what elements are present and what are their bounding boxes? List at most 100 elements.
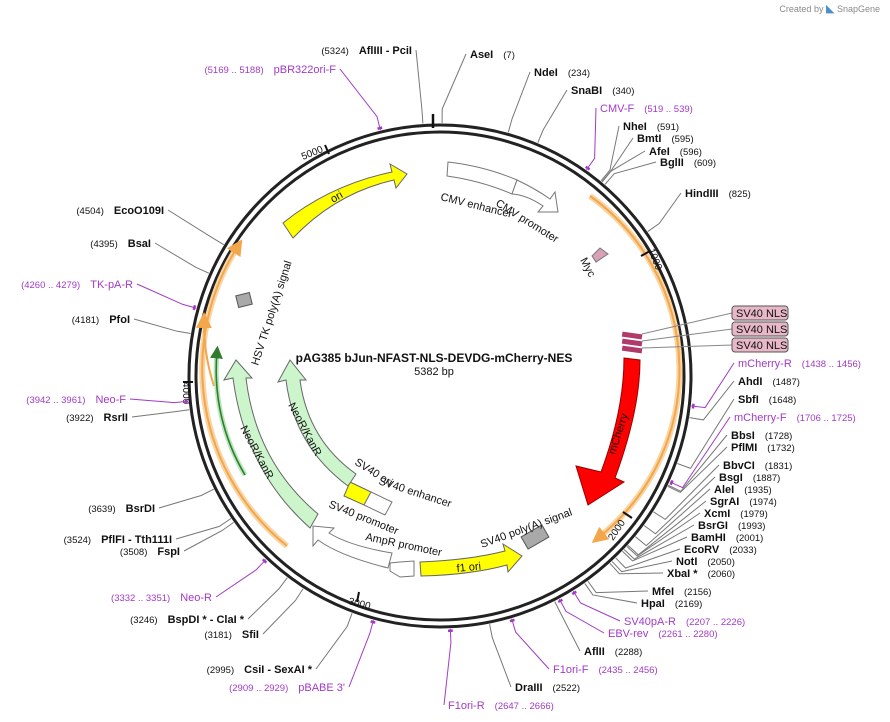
plasmid-size: 5382 bp [414, 366, 454, 378]
nls-label-group: SV40 NLS SV40 NLS SV40 NLS [641, 305, 789, 353]
site-pos-bmti: (595) [671, 134, 693, 145]
site-leader-ndei [507, 71, 531, 133]
site-name-ecoo109i: EcoO109I [114, 205, 164, 217]
primer-leader-tk-pa-r [136, 283, 197, 309]
primer-pos-f1ori-r: (2647 .. 2666) [495, 701, 554, 712]
site-leader-pflmi [667, 446, 728, 494]
primer-leader-f1ori-f [511, 618, 550, 670]
primer-site-mark-pbabe-3 [370, 620, 376, 624]
feature-label-ori: ori [329, 189, 346, 206]
site-pos-bglii: (609) [694, 158, 716, 169]
primer-name-f1ori-r: F1ori-R [448, 700, 485, 712]
primer-site-mark-f1ori-f [509, 618, 515, 623]
sv40-nls-badge-2 [731, 321, 789, 337]
site-name-noti: NotI [676, 556, 697, 568]
site-pos-ecoo109i: (4504) [76, 206, 103, 217]
site-pos-bspdi-clai: (3246) [130, 615, 157, 626]
plasmid-title: pAG385 bJun-NFAST-NLS-DEVDG-mCherry-NES [296, 351, 573, 365]
site-name-rsrii: RsrII [104, 412, 128, 424]
backbone-inner-ring [194, 130, 686, 622]
sv40-nls-label-1: SV40 NLS [736, 308, 787, 320]
site-pos-sbfi: (1648) [769, 395, 796, 406]
site-leader-bsrdi [158, 488, 214, 509]
site-leader-sfii [262, 588, 304, 635]
primer-site-mark-mcherry-f [669, 479, 674, 486]
site-pos-bsai: (4395) [90, 239, 117, 250]
primer-name-pbabe-3: pBABE 3' [298, 682, 345, 694]
site-pos-ahdi: (1487) [772, 377, 799, 388]
site-labels: AflIII - PciI(5324)AseI(7)NdeI(234)SnaBI… [21, 45, 861, 712]
site-pos-hpai: (2169) [675, 599, 702, 610]
feature-label-hsv-tk-polya: HSV TK poly(A) signal [249, 259, 294, 367]
primer-name-f1ori-f: F1ori-F [553, 664, 589, 676]
site-name-csii-sexai: CsiI - SexAI * [244, 664, 313, 676]
primer-pos-pbabe-3: (2909 .. 2929) [229, 683, 288, 694]
site-leader-snabi [537, 89, 568, 143]
primer-pos-tk-pa-r: (4260 .. 4279) [21, 280, 80, 291]
site-name-alei: AleI [714, 484, 734, 496]
feature-cmv-enhancer [446, 161, 518, 195]
site-leader-afei [601, 150, 646, 183]
site-name-ahdi: AhdI [738, 376, 762, 388]
site-pos-bamhi: (2001) [736, 533, 763, 544]
site-pos-asei: (7) [503, 50, 515, 61]
feature-neor-kanr-outer [222, 359, 319, 529]
primer-site-mark-cmv-f [584, 165, 591, 171]
feature-ampr-promoter [389, 560, 415, 578]
brand-watermark: Created by ◣ SnapGene [779, 2, 880, 15]
primer-leader-pbr322ori-f [339, 68, 381, 131]
primer-name-mcherry-r: mCherry-R [738, 358, 792, 370]
site-leader-xcmi [626, 512, 701, 557]
site-name-nhei: NheI [623, 121, 647, 133]
feature-ori [282, 162, 408, 239]
site-leader-mfei [587, 580, 649, 594]
primer-leader-neo-r [215, 559, 267, 598]
site-name-asei: AseI [470, 49, 493, 61]
site-name-pfoi: PfoI [109, 314, 130, 326]
feature-sv40-enhancer [363, 491, 393, 516]
feature-myc [591, 247, 609, 263]
site-name-bsrgi: BsrGI [698, 520, 728, 532]
primer-site-mark-pbr322ori-f [377, 126, 383, 130]
site-leader-alei [635, 488, 711, 547]
site-name-aflii: AflII [584, 646, 605, 658]
site-name-bsgi: BsgI [719, 472, 743, 484]
site-pos-sgrai: (1974) [749, 497, 776, 508]
site-leader-bbvci [653, 464, 720, 520]
primer-pos-mcherry-r: (1438 .. 1456) [802, 359, 861, 370]
site-pos-draiii: (2522) [553, 683, 580, 694]
site-pos-hindiii: (825) [729, 189, 751, 200]
site-pos-pflmi: (1732) [767, 443, 794, 454]
sv40-nls-label-2: SV40 NLS [736, 324, 787, 336]
primer-leader-cmv-f [586, 107, 597, 171]
primer-pos-ebv-rev: (2261 .. 2280) [658, 629, 717, 640]
site-leader-lines [129, 49, 735, 706]
site-pos-csii-sexai: (2995) [207, 665, 234, 676]
site-pos-afei: (596) [680, 147, 702, 158]
site-leader-ecoo109i [167, 209, 225, 246]
site-name-hpai: HpaI [641, 598, 665, 610]
feature-sv40-promoter [312, 525, 393, 569]
created-by-text: Created by [779, 4, 824, 14]
site-name-bspdi-clai: BspDI * - ClaI * [168, 614, 245, 626]
site-leader-hpai [584, 583, 638, 604]
site-name-xcmi: XcmI [704, 508, 730, 520]
tick-label-4000: 4000 [180, 382, 191, 405]
site-name-hindiii: HindIII [685, 188, 719, 200]
brand-name: SnapGene [836, 4, 880, 14]
site-name-snabi: SnaBI [571, 85, 602, 97]
site-pos-xcmi: (1979) [740, 509, 767, 520]
site-leader-xbai [609, 563, 664, 575]
site-pos-bbsi: (1728) [765, 431, 792, 442]
site-name-bamhi: BamHI [691, 532, 726, 544]
feature-sv40-nls-block-1 [621, 331, 643, 340]
backbone-outer-ring [187, 123, 693, 629]
site-name-bmti: BmtI [637, 133, 661, 145]
site-leader-ecorv [615, 548, 681, 569]
primer-leader-f1ori-r [443, 628, 452, 706]
site-pos-pfoi: (4181) [72, 315, 99, 326]
primer-name-cmv-f: CMV-F [600, 103, 635, 115]
orf-arc-small [195, 312, 215, 387]
